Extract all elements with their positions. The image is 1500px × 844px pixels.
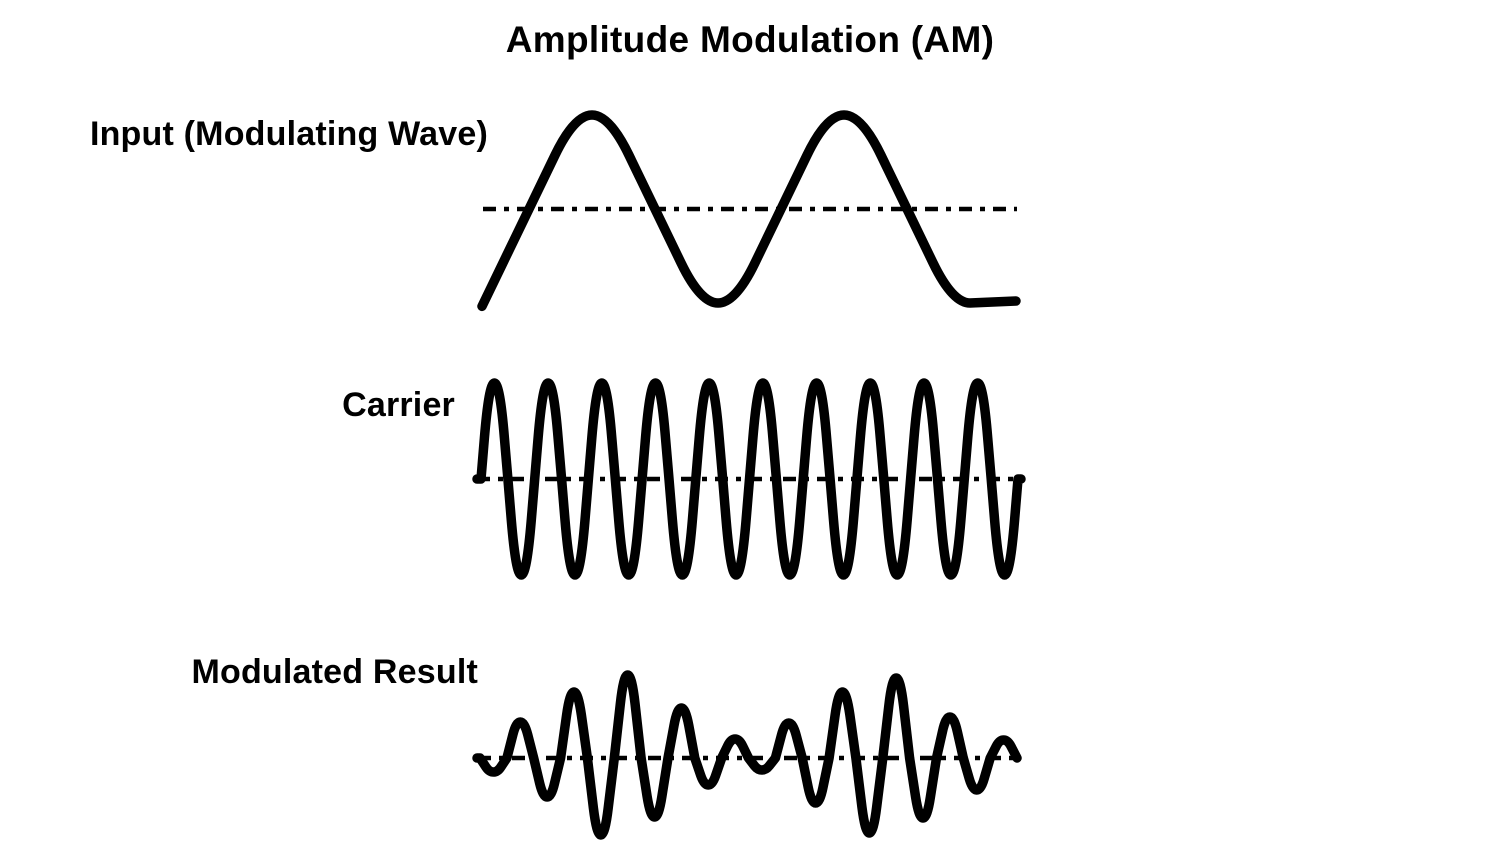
page-title: Amplitude Modulation (AM) (505, 19, 995, 60)
input-modulating-wave-path (477, 110, 1021, 312)
input-wave-label: Input (Modulating Wave) (89, 115, 488, 153)
modulated-result-label: Modulated Result (191, 653, 478, 691)
modulated-result-wave-path (472, 670, 1022, 840)
carrier-wave-label: Carrier (342, 386, 455, 424)
carrier-wave-path (472, 378, 1026, 580)
